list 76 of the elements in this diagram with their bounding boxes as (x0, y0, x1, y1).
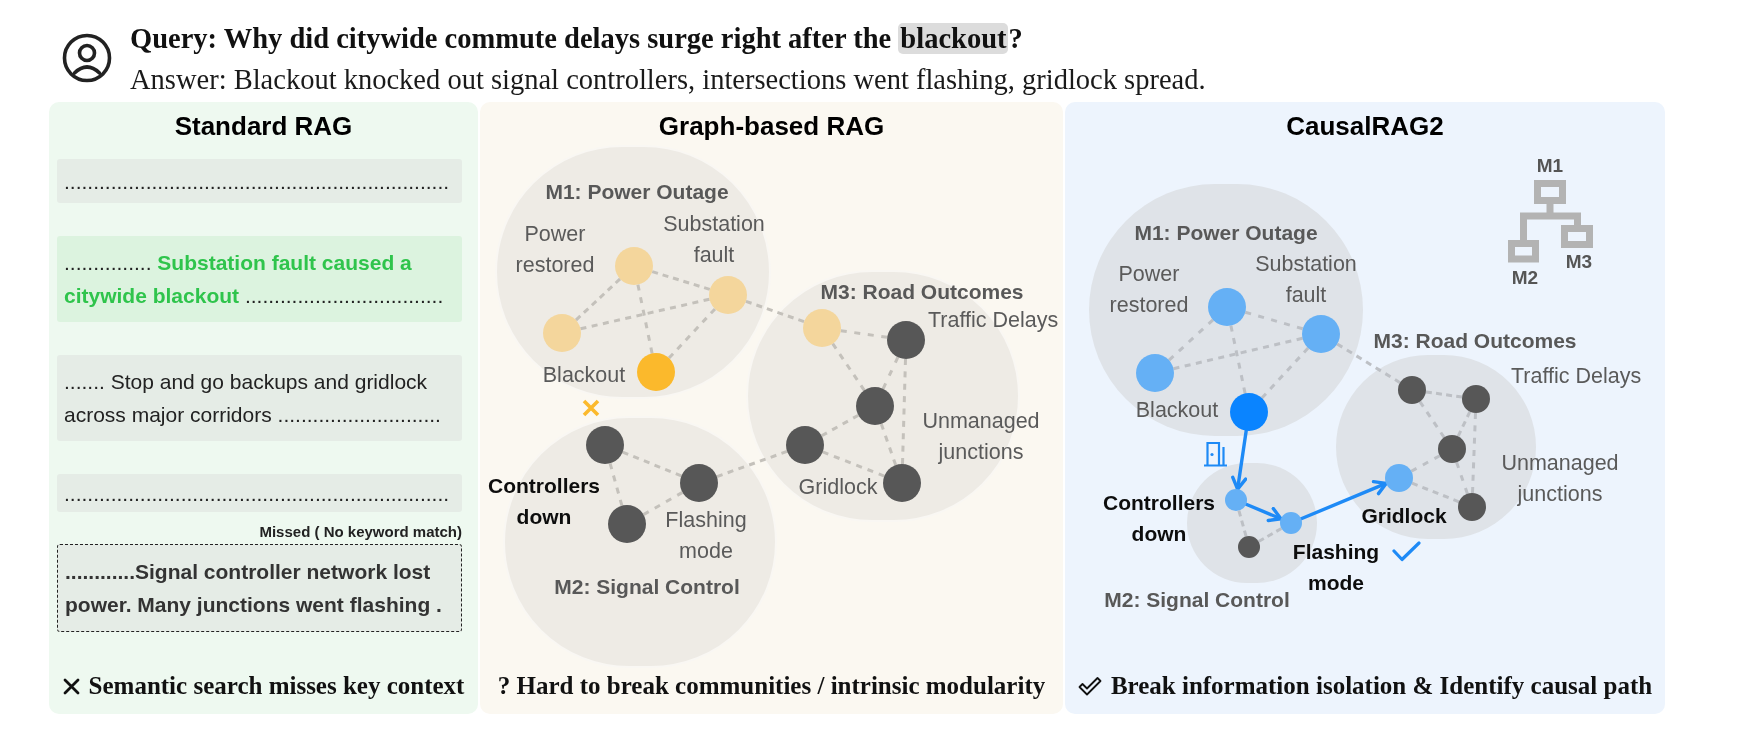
dashed-link (608, 462, 624, 507)
node-label: Flashing mode (1292, 539, 1380, 596)
node-label: Substation fault (1255, 251, 1357, 309)
dashed-link (1260, 347, 1310, 399)
dashed-link (901, 358, 907, 465)
node-label: Power restored (515, 221, 595, 279)
node-label: Traffic Delays (1511, 363, 1642, 390)
dashed-link (1257, 527, 1283, 543)
node-label: Flashing mode (665, 507, 747, 565)
node-label: Controllers down (488, 473, 600, 530)
retrieved-passage: ............Signal controller network lost power. Many junctions went flashing . (57, 544, 462, 632)
dashed-link (642, 491, 684, 516)
answer-text: Answer: Blackout knocked out signal controllers, intersections went flashing, gridlock spread. (130, 63, 1206, 97)
dashed-link (1229, 325, 1247, 394)
panel (1065, 102, 1665, 714)
dashed-link (1455, 461, 1469, 495)
community-title: M1: Power Outage (1134, 220, 1318, 246)
dashed-link (651, 270, 711, 291)
module-label: M3 (1565, 250, 1593, 274)
panel-title: CausalRAG2 (1286, 110, 1444, 143)
node-label: Gridlock (798, 474, 878, 501)
node-label: Unmanaged junctions (1501, 450, 1619, 508)
node-label: Traffic Delays (928, 307, 1059, 334)
arrow (1244, 502, 1283, 523)
community-title: M2: Signal Control (554, 574, 740, 600)
dashed-link (822, 450, 885, 478)
retrieved-passage: .................................................................. (57, 159, 462, 203)
community-title: M3: Road Outcomes (820, 279, 1024, 305)
arrow (1231, 429, 1248, 491)
panel-caption: Semantic search misses key context (88, 671, 465, 701)
retrieved-passage: ............... Substation fault caused a citywide blackout .................................. (57, 236, 462, 322)
node-label: Missed ( No keyword match) (259, 522, 462, 542)
node-label: Blackout (542, 362, 626, 389)
dashed-link (1168, 318, 1214, 362)
module-label: M1 (1536, 154, 1564, 178)
node-label: Substation fault (663, 211, 765, 269)
node-label: Power restored (1109, 261, 1189, 319)
dashed-link (1418, 400, 1446, 439)
dashed-link (1244, 310, 1304, 331)
panel-title: Standard RAG (174, 110, 353, 143)
arrow (1299, 479, 1388, 521)
dashed-link (1410, 454, 1441, 473)
community-title: M3: Road Outcomes (1373, 328, 1577, 354)
dashed-link (622, 450, 682, 478)
dashed-link (716, 450, 788, 478)
dashed-link (840, 329, 888, 339)
panel-title: Graph-based RAG (658, 110, 885, 143)
retrieved-passage: ....... Stop and go backups and gridlock across major corridors ............................ (57, 355, 462, 441)
dashed-link (1471, 412, 1477, 494)
community-title: M1: Power Outage (545, 179, 729, 205)
dashed-link (1411, 481, 1460, 504)
node-label: Blackout (1135, 397, 1219, 424)
dashed-link (820, 413, 860, 438)
dashed-link (879, 423, 898, 466)
community-title: M2: Signal Control (1104, 587, 1290, 613)
dashed-link (1336, 342, 1401, 384)
dashed-link (1173, 336, 1303, 371)
node-label: Controllers down (1103, 490, 1215, 547)
query-title: Query: Why did citywide commute delays surge right after the blackout? (130, 22, 1023, 56)
panel (480, 102, 1063, 714)
node-label: Gridlock (1361, 503, 1447, 529)
dashed-link (580, 297, 710, 331)
panel-caption: Break information isolation & Identify causal path (1110, 671, 1653, 701)
dashed-link (636, 284, 654, 354)
dashed-link (574, 277, 622, 322)
node-label: Unmanaged junctions (922, 408, 1040, 466)
dashed-link (881, 356, 900, 390)
dashed-link (1237, 510, 1248, 537)
panel (49, 102, 478, 714)
dashed-link (667, 307, 717, 360)
retrieved-passage: .................................................................. (57, 474, 462, 512)
dashed-link (1456, 410, 1472, 438)
dashed-link (831, 342, 866, 392)
module-label: M2 (1511, 266, 1539, 290)
dashed-link (1425, 390, 1463, 399)
panel-caption: ? Hard to break communities / intrinsic modularity (497, 671, 1046, 701)
